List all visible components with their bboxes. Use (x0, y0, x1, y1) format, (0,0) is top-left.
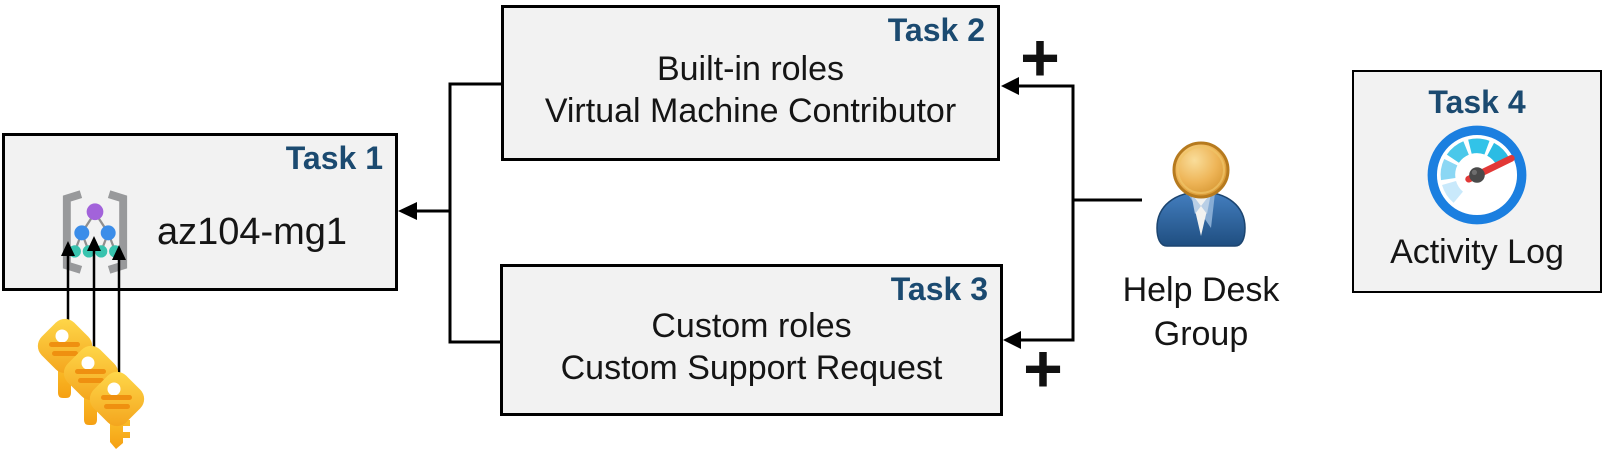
management-group-icon (62, 190, 128, 274)
actor-name-line1: Help Desk (1122, 271, 1280, 309)
task3-label: Task 3 (890, 271, 988, 307)
task1-content: az104-mg1 (5, 176, 395, 288)
user-group-icon (1156, 141, 1246, 247)
plus-icon-task2: + (1020, 20, 1060, 96)
task4-label: Task 4 (1428, 84, 1526, 120)
task2-line2: Virtual Machine Contributor (544, 92, 957, 130)
task1-label: Task 1 (285, 140, 383, 176)
activity-log-gauge-icon (1427, 125, 1527, 225)
task3-text: Custom roles Custom Support Request (503, 267, 1000, 413)
task3-box: Task 3 Custom roles Custom Support Reque… (500, 264, 1003, 416)
keys-icon (32, 313, 145, 449)
task4-caption: Activity Log (1390, 233, 1564, 271)
task2-text: Built-in roles Virtual Machine Contribut… (504, 8, 997, 158)
help-desk-group: Help Desk Group (1110, 140, 1292, 356)
task3-line1: Custom roles (651, 307, 852, 345)
actor-name-line2: Group (1153, 315, 1249, 353)
task2-label: Task 2 (887, 12, 985, 48)
task2-line1: Built-in roles (656, 50, 845, 88)
plus-icon-task3: + (1023, 331, 1063, 407)
actor-name: Help Desk Group (1123, 268, 1280, 356)
task1-box: Task 1 az104-mg1 (2, 133, 398, 291)
task4-box: Task 4 Activity Log (1352, 70, 1602, 293)
task1-title: az104-mg1 (156, 210, 348, 253)
task2-box: Task 2 Built-in roles Virtual Machine Co… (501, 5, 1000, 161)
task3-line2: Custom Support Request (560, 349, 943, 387)
